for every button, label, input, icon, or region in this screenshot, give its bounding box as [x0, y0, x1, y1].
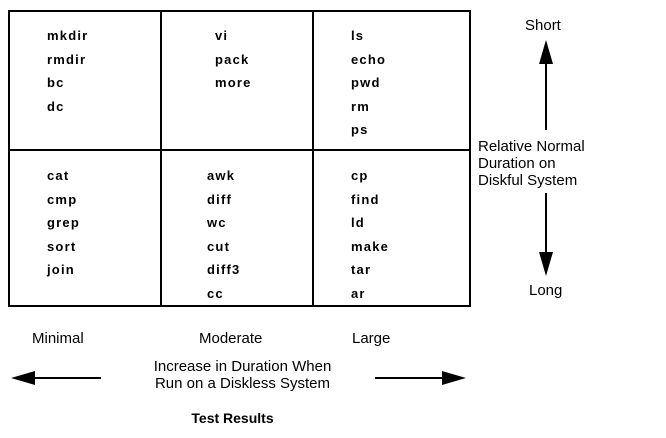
cell-long-minimal: cat cmp grep sort join: [47, 168, 80, 286]
command-item: pwd: [351, 75, 381, 90]
vertical-desc-line-3: Diskful System: [478, 172, 578, 189]
command-item: make: [351, 238, 390, 254]
command-item: ls: [351, 28, 365, 43]
vertical-axis-description: Relative Normal Duration on Diskful Syst…: [478, 138, 585, 189]
command-item: cat: [47, 168, 70, 183]
command-item: cmp: [47, 191, 78, 207]
command-item: diff: [207, 191, 233, 207]
left-arrow-icon: [11, 371, 35, 385]
command-item: join: [47, 262, 75, 277]
cell-short-large: ls echo pwd rm ps: [351, 28, 386, 146]
cell-long-large: cp find ld make tar ar: [351, 168, 389, 309]
category-minimal: Minimal: [32, 330, 84, 347]
command-item: find: [351, 191, 380, 207]
command-item: dc: [47, 98, 65, 114]
command-item: vi: [215, 28, 229, 43]
down-arrow-icon: [539, 252, 553, 276]
horizontal-axis-description: Increase in Duration When Run on a Diskl…: [120, 358, 365, 392]
command-item: sort: [47, 238, 77, 254]
command-item: wc: [207, 215, 227, 230]
category-moderate: Moderate: [199, 330, 263, 347]
horizontal-desc-line-2: Run on a Diskless System: [154, 375, 331, 392]
command-item: ps: [351, 122, 369, 137]
right-arrow-icon: [442, 371, 466, 385]
command-item: diff3: [207, 262, 241, 277]
command-item: cut: [207, 238, 231, 254]
command-item: ld: [351, 215, 365, 230]
long-label: Long: [529, 282, 563, 299]
command-item: more: [215, 75, 252, 90]
command-item: cp: [351, 168, 369, 183]
grid-divider-2: [312, 12, 314, 305]
command-item: bc: [47, 75, 65, 90]
command-item: echo: [351, 51, 387, 67]
vertical-desc-line-2: Duration on: [478, 155, 556, 172]
cell-short-minimal: mkdir rmdir bc dc: [47, 28, 88, 122]
command-item: rm: [351, 98, 371, 114]
cell-short-moderate: vi pack more: [215, 28, 252, 99]
command-item: cc: [207, 285, 224, 301]
short-label: Short: [525, 17, 561, 34]
vertical-desc-line-1: Relative Normal: [478, 138, 585, 155]
command-item: mkdir: [47, 28, 89, 43]
command-item: rmdir: [47, 51, 87, 67]
command-item: ar: [351, 285, 366, 301]
up-arrow-icon: [539, 40, 553, 64]
figure-caption: Test Results: [191, 410, 274, 426]
command-item: pack: [215, 51, 250, 67]
command-item: tar: [351, 262, 372, 277]
grid-divider-1: [160, 12, 162, 305]
category-large: Large: [352, 330, 391, 347]
command-item: awk: [207, 168, 236, 183]
cell-long-moderate: awk diff wc cut diff3 cc: [207, 168, 240, 309]
grid-divider-row: [10, 149, 469, 151]
horizontal-desc-line-1: Increase in Duration When: [153, 358, 332, 375]
command-item: grep: [47, 215, 80, 230]
